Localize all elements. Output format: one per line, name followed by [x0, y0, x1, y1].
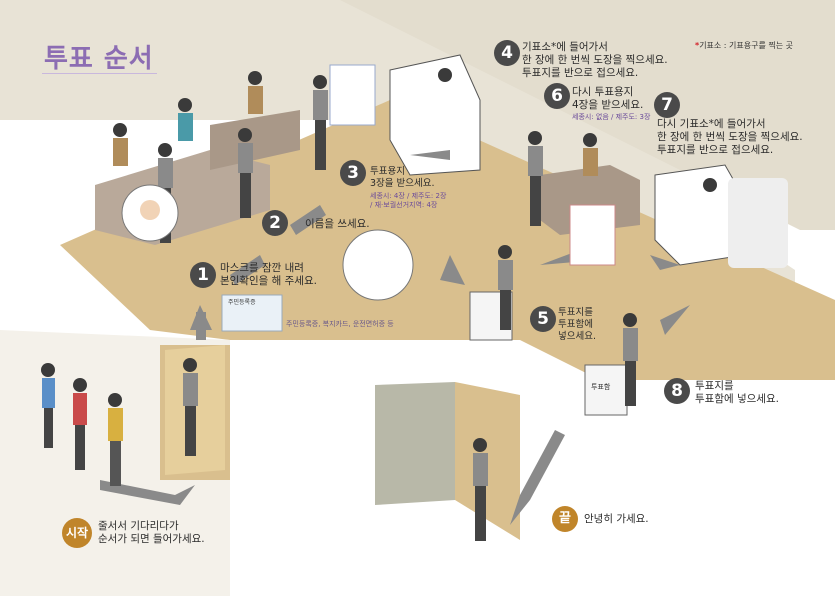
step-1-number: 1	[190, 262, 216, 288]
start-text: 줄서서 기다리다가 순서가 되면 들어가세요.	[98, 520, 205, 545]
footnote-mark: *	[695, 41, 700, 50]
step-4-number: 4	[494, 40, 520, 66]
flow-arrows	[100, 150, 690, 525]
step-2-number: 2	[262, 210, 288, 236]
ballot-papers-1	[329, 64, 376, 126]
step-3-sub: 세종시: 4장 / 제주도: 2장 / 재·보궐선거지역: 4장	[370, 192, 447, 209]
step-7-number: 7	[654, 92, 680, 118]
arrow-3	[290, 205, 326, 235]
folding-detail-panel	[728, 178, 788, 268]
title-underline	[42, 73, 157, 74]
footnote-text: 기표소 : 기표용구를 찍는 곳	[699, 41, 794, 50]
step-7-text: 다시 기표소*에 들어가서 한 장에 한 번씩 도장을 찍으세요. 투표지를 반…	[657, 118, 803, 156]
arrow-start	[100, 480, 195, 505]
step-2-text: 이름을 쓰세요.	[305, 218, 370, 230]
step-5-number: 5	[530, 306, 556, 332]
step-6-sub: 세종시: 없음 / 제주도: 3장	[572, 113, 651, 121]
people	[41, 68, 717, 541]
id-card-label: 주민등록증	[228, 299, 256, 306]
arrow-exit	[510, 430, 565, 525]
arrow-7	[650, 255, 680, 270]
arrow-4	[410, 150, 450, 160]
step-1-sub: 주민등록증, 복지카드, 운전면허증 등	[286, 320, 394, 328]
step-3-number: 3	[340, 160, 366, 186]
step-8-number: 8	[664, 378, 690, 404]
voting-booth-1	[389, 54, 481, 176]
step-6-text: 다시 투표용지 4장을 받으세요.	[572, 86, 644, 111]
arrow-2	[230, 255, 265, 285]
ballot-box-2	[584, 364, 628, 416]
end-badge: 끝	[552, 506, 578, 532]
step-6-number: 6	[544, 83, 570, 109]
registration-desk-2	[210, 110, 300, 170]
start-badge: 시작	[62, 518, 92, 548]
arrow-1-shaft	[196, 312, 206, 340]
step-1-text: 마스크를 잠깐 내려 본인확인을 해 주세요.	[220, 262, 317, 287]
booth-footnote: *기표소 : 기표용구를 찍는 곳	[695, 40, 793, 51]
step-4-text: 기표소*에 들어가서 한 장에 한 번씩 도장을 찍으세요. 투표지를 반으로 …	[522, 41, 668, 79]
ballot-box-label: 투표함	[591, 383, 611, 391]
exit-door-panel	[375, 382, 455, 505]
ballot-papers-2	[569, 204, 616, 266]
arrow-5	[440, 255, 465, 285]
step-8-text: 투표지를 투표함에 넣으세요.	[695, 380, 779, 405]
step-5-text: 투표지를 투표함에 넣으세요.	[558, 307, 596, 342]
step-3-text: 투표용지 3장을 받으세요.	[370, 166, 435, 189]
arrow-8	[660, 305, 690, 335]
id-card	[221, 294, 283, 332]
end-text: 안녕히 가세요.	[584, 513, 649, 525]
page-title: 투표 순서	[44, 44, 154, 74]
